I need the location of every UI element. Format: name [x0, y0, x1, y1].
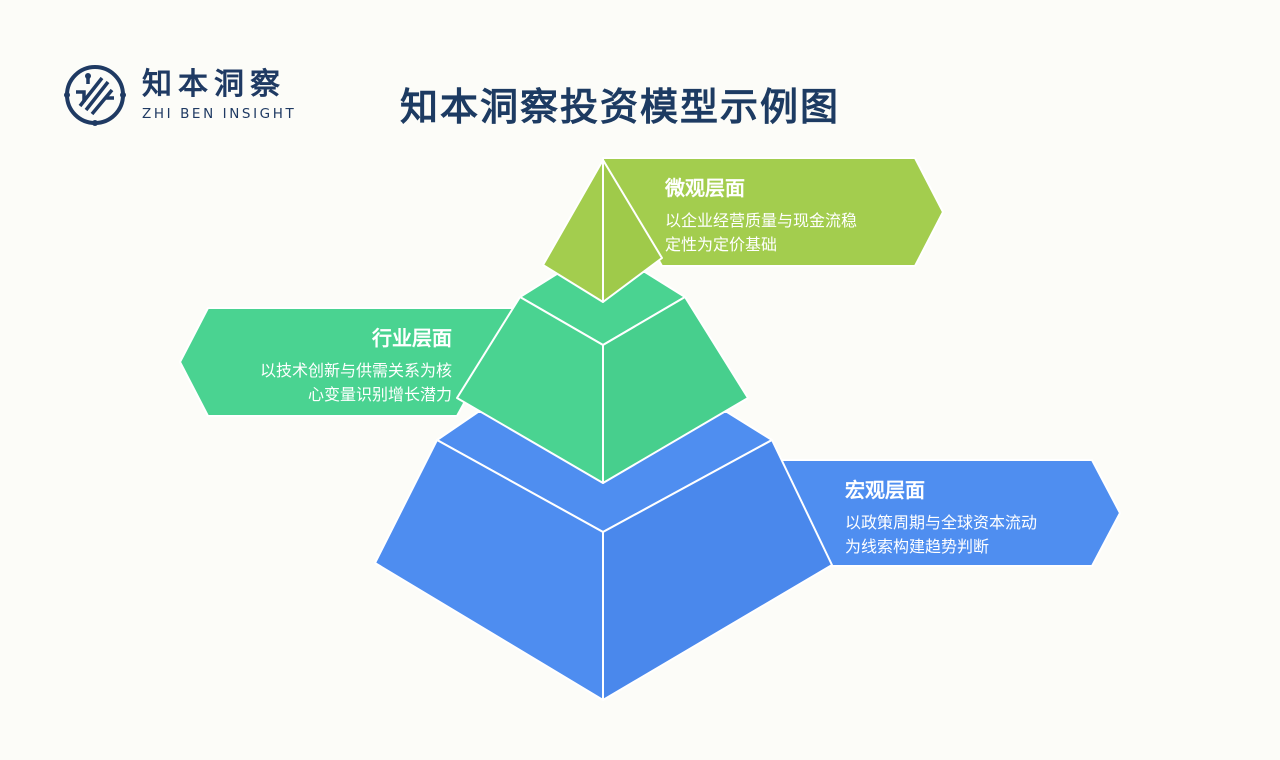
micro-heading: 微观层面	[665, 176, 745, 200]
macro-desc-line-1: 以政策周期与全球资本流动	[845, 513, 1038, 532]
industry-desc-line-2: 心变量识别增长潜力	[307, 385, 452, 404]
macro-tier-right	[602, 439, 833, 701]
logo-circuit-icon	[64, 65, 126, 126]
page-title: 知本洞察投资模型示例图	[400, 85, 841, 129]
macro-desc-line-2: 为线索构建趋势判断	[845, 537, 990, 556]
macro-heading: 宏观层面	[845, 478, 925, 502]
logo-name-en: ZHI BEN INSIGHT	[142, 106, 297, 122]
industry-label: 行业层面 以技术创新与供需关系为核 心变量识别增长潜力	[260, 322, 452, 407]
brand-logo: 知本洞察 ZHI BEN INSIGHT	[62, 62, 296, 128]
micro-desc-line-2: 定性为定价基础	[665, 235, 778, 254]
logo-name-cn: 知本洞察	[142, 67, 286, 102]
micro-desc-line-1: 以企业经营质量与现金流稳	[665, 211, 858, 230]
macro-label: 宏观层面 以政策周期与全球资本流动 为线索构建趋势判断	[845, 474, 1037, 559]
industry-desc-line-1: 以技术创新与供需关系为核	[259, 361, 452, 380]
industry-heading: 行业层面	[372, 326, 452, 350]
industry-tier-right	[602, 296, 749, 484]
micro-label: 微观层面 以企业经营质量与现金流稳 定性为定价基础	[665, 172, 857, 257]
micro-tier-right	[602, 159, 663, 303]
